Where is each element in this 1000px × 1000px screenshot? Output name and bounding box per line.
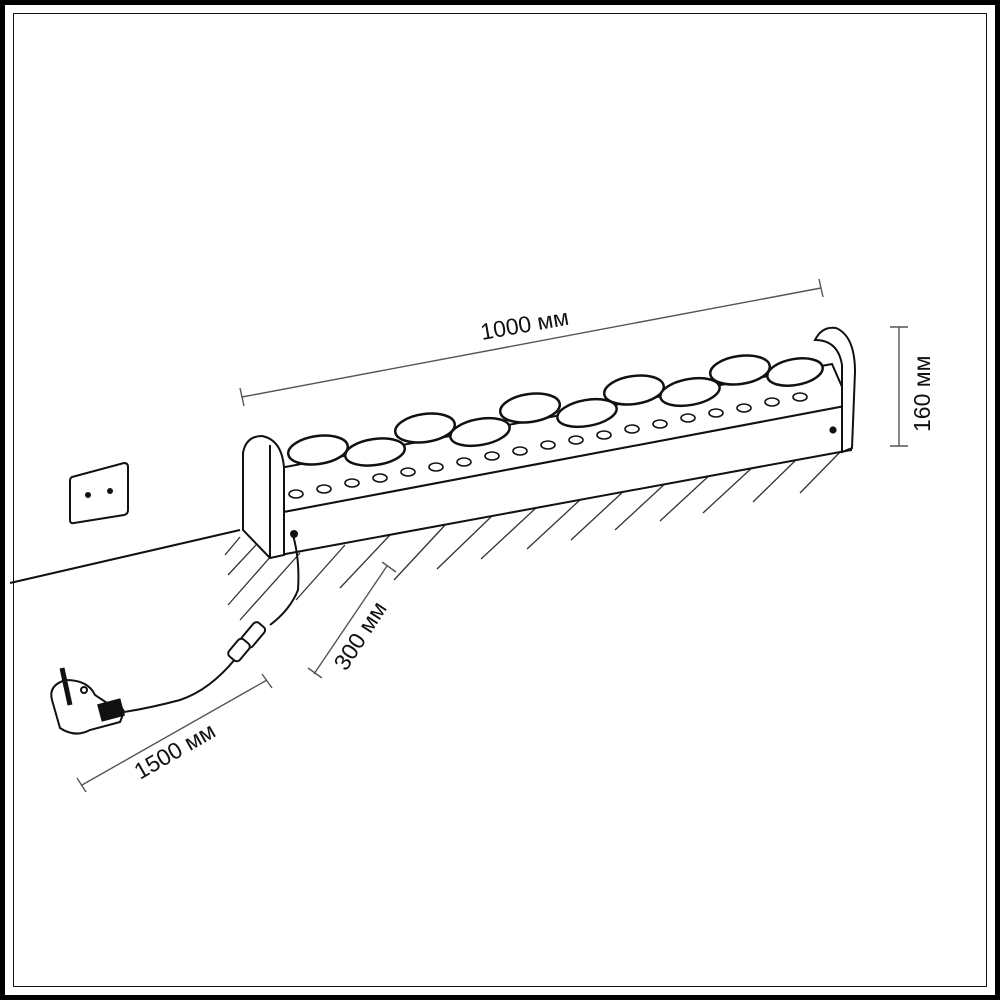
wall-outlet-icon <box>69 461 129 525</box>
wall-floor-line <box>9 529 241 584</box>
power-cable <box>123 534 300 713</box>
dim-height-label: 160 мм <box>909 356 935 432</box>
cable-connector-icon <box>227 530 298 663</box>
dim-lead-cable-label: 300 мм <box>328 596 391 674</box>
diagram-frame-inner <box>13 13 987 987</box>
dim-length-label: 1000 мм <box>478 304 570 345</box>
power-plug-icon <box>50 667 126 735</box>
led-dots <box>288 392 837 499</box>
lamp-lens-openings <box>286 354 824 467</box>
dimension-lines <box>76 278 908 793</box>
floor-hatching <box>224 446 846 621</box>
